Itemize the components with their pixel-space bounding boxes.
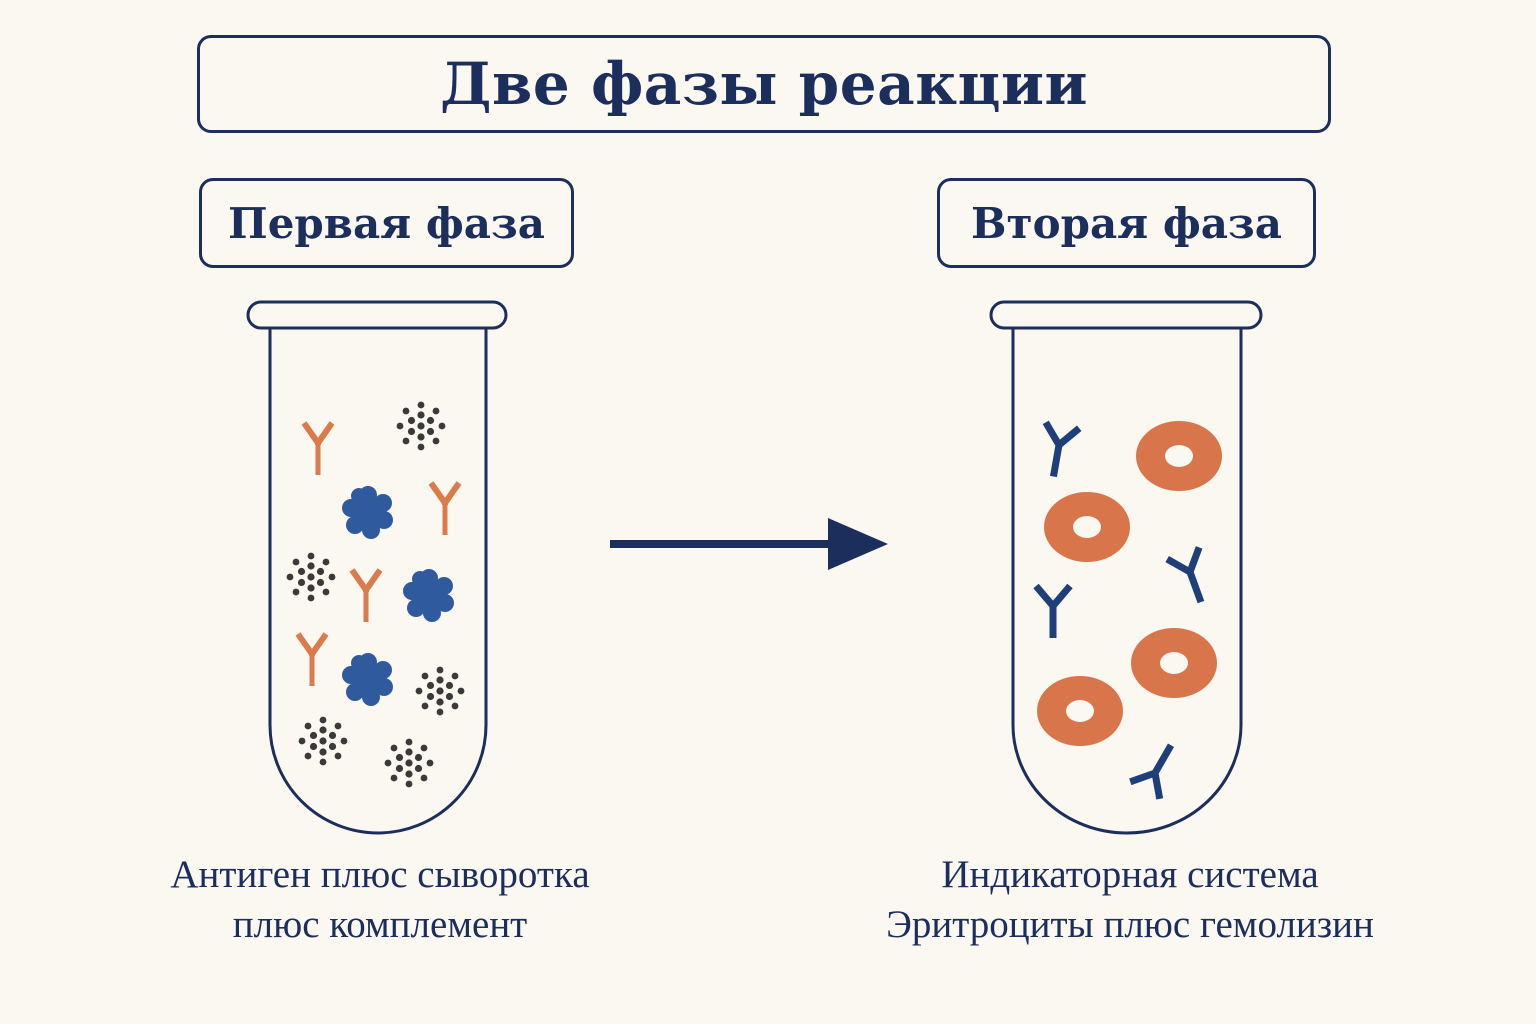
arrow-right-icon (610, 518, 888, 570)
test-tube-left (246, 300, 508, 835)
phase1-caption-line2: плюс комплемент (232, 903, 528, 946)
phase2-label: Вторая фаза (937, 178, 1316, 268)
phase1-caption: Антиген плюс сыворотка плюс комплемент (80, 850, 680, 950)
test-tube-right (989, 300, 1263, 835)
phase1-caption-line1: Антиген плюс сыворотка (170, 853, 590, 896)
phase2-caption-line2: Эритроциты плюс гемолизин (886, 903, 1374, 946)
phase1-label: Первая фаза (199, 178, 574, 268)
phase2-caption-line1: Индикаторная система (941, 853, 1319, 896)
diagram-title: Две фазы реакции (197, 35, 1331, 133)
phase2-caption: Индикаторная система Эритроциты плюс гем… (800, 850, 1460, 950)
